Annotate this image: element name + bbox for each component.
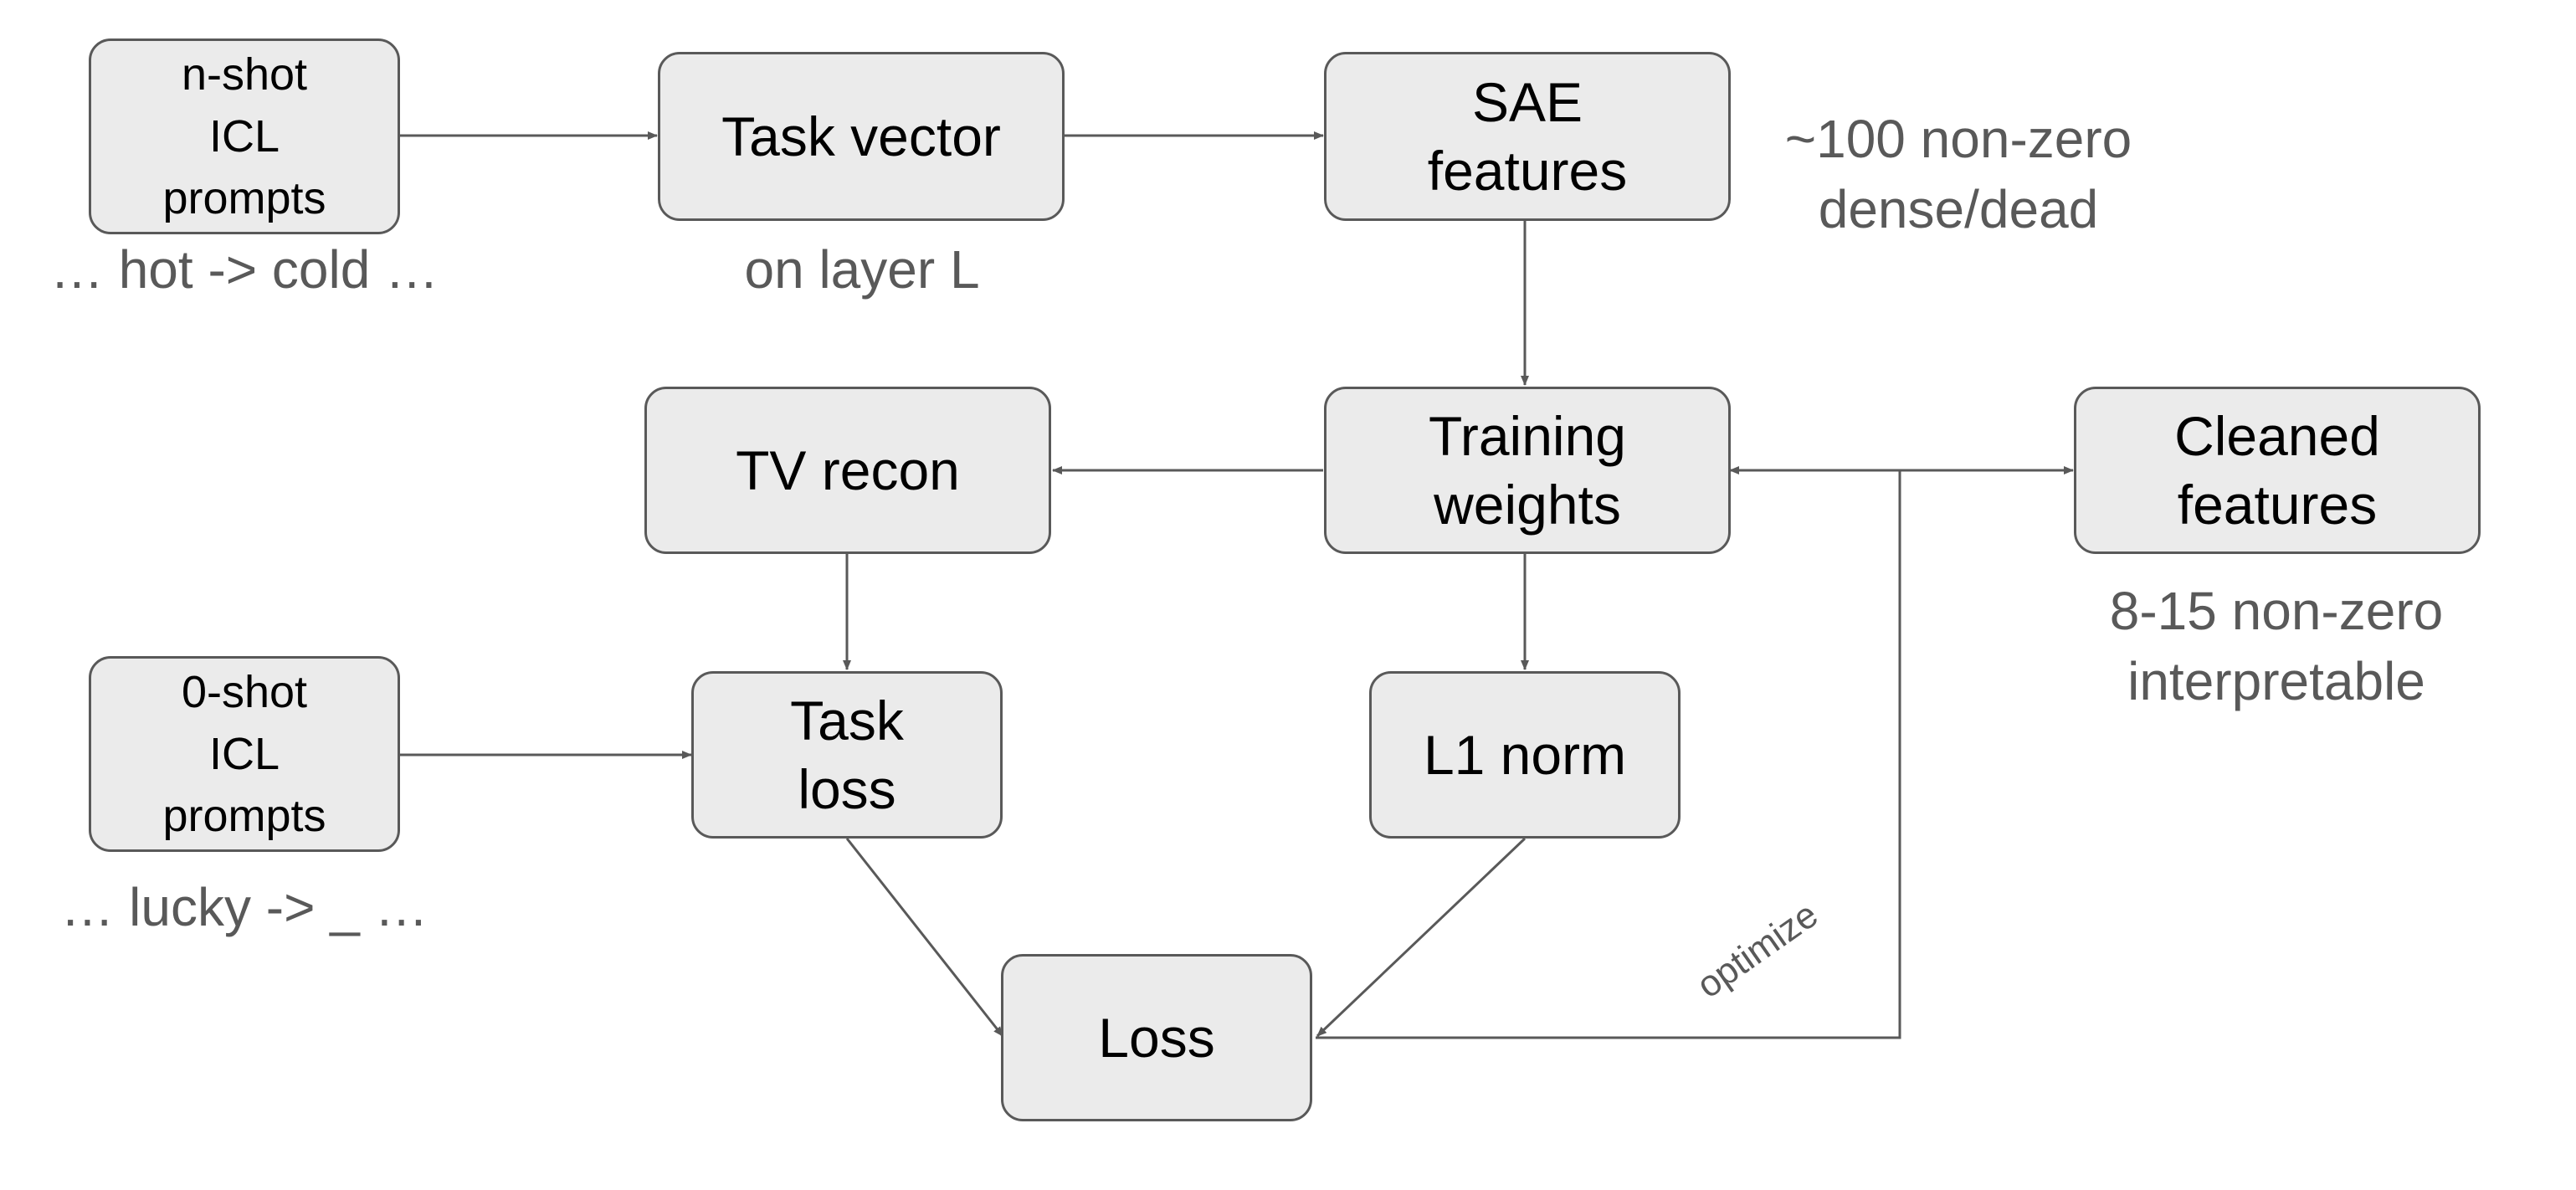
- task-vector-layer-line: on layer L: [744, 239, 980, 300]
- cleaned-count-text: 8-15 non-zero interpretable: [2059, 576, 2494, 716]
- nshot-example-text: … hot -> cold …: [10, 234, 479, 305]
- arrow-task-loss-to-loss: [845, 838, 1004, 1037]
- tv-recon-box: TV recon: [644, 387, 1051, 554]
- zeroshot-example-text: … lucky -> _ …: [10, 872, 479, 942]
- sae-features-box-line: SAE: [1471, 71, 1583, 133]
- zeroshot-box-line: 0-shot: [181, 667, 308, 717]
- sae-features-box: SAE features: [1324, 52, 1731, 221]
- nshot-box-line: prompts: [162, 173, 326, 223]
- nshot-icl-prompts-box: n-shot ICL prompts: [89, 38, 400, 234]
- sae-count-line: ~100 non-zero: [1784, 109, 2132, 169]
- nshot-box-line: ICL: [208, 111, 280, 162]
- training-weights-box: Training weights: [1324, 387, 1731, 554]
- task-loss-box-line: loss: [798, 758, 896, 820]
- nshot-box-line: n-shot: [181, 49, 308, 100]
- l1-norm-box: L1 norm: [1369, 671, 1681, 839]
- sae-count-text: ~100 non-zero dense/dead: [1741, 104, 2176, 244]
- cleaned-count-line: interpretable: [2127, 651, 2425, 711]
- nshot-example-line: … hot -> cold …: [49, 239, 439, 300]
- cleaned-count-line: 8-15 non-zero: [2109, 581, 2444, 641]
- cleaned-features-box-line: features: [2177, 474, 2378, 536]
- zeroshot-icl-prompts-box: 0-shot ICL prompts: [89, 656, 400, 852]
- zeroshot-box-line: ICL: [208, 729, 280, 779]
- cleaned-features-box: Cleaned features: [2074, 387, 2481, 554]
- training-weights-box-line: weights: [1434, 474, 1621, 536]
- task-vector-layer-text: on layer L: [653, 234, 1071, 305]
- task-vector-box: Task vector: [658, 52, 1065, 221]
- l1-norm-box-line: L1 norm: [1423, 724, 1627, 786]
- sae-features-box-line: features: [1427, 140, 1628, 202]
- zeroshot-box-line: prompts: [162, 791, 326, 841]
- loss-box-line: Loss: [1098, 1007, 1215, 1069]
- arrow-l1-norm-to-loss: [1316, 837, 1527, 1038]
- zeroshot-example-line: … lucky -> _ …: [60, 877, 428, 937]
- tv-recon-box-line: TV recon: [736, 439, 960, 501]
- task-loss-box: Task loss: [691, 671, 1003, 839]
- cleaned-features-box-line: Cleaned: [2174, 405, 2380, 467]
- loss-box: Loss: [1001, 954, 1312, 1121]
- task-loss-box-line: Task: [790, 690, 904, 751]
- sae-count-line: dense/dead: [1818, 179, 2099, 239]
- training-weights-box-line: Training: [1429, 405, 1626, 467]
- task-vector-box-line: Task vector: [721, 105, 1001, 167]
- optimize-feedback-line: [1316, 470, 1901, 1039]
